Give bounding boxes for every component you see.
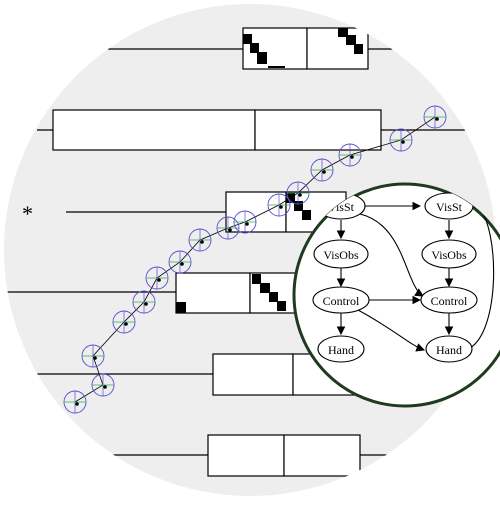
edge-visst-control-curve <box>359 213 424 297</box>
box-2-left <box>52 109 256 151</box>
box-1-block <box>250 43 259 53</box>
edge-control-hand-curve <box>357 309 426 352</box>
node-visst-right: VisSt <box>424 192 474 220</box>
box-4-block <box>260 283 270 293</box>
box-4-block <box>176 302 186 313</box>
svg-text:VisSt: VisSt <box>436 200 463 214</box>
box-4-block <box>252 274 261 284</box>
svg-text:VisObs: VisObs <box>431 248 467 262</box>
node-hand-left: Hand <box>317 335 365 363</box>
node-visobs-right: VisObs <box>421 239 477 269</box>
svg-text:VisObs: VisObs <box>323 248 359 262</box>
box-row-2 <box>37 109 470 151</box>
box-6-left <box>207 434 285 477</box>
inset-network: VisSt VisObs Control Hand VisSt VisObs <box>292 182 500 408</box>
trajectory-marker <box>81 344 105 368</box>
trajectory-marker <box>168 250 192 274</box>
node-control-right: Control <box>420 286 478 314</box>
box-4-left <box>175 272 251 314</box>
trajectory-marker <box>310 158 334 182</box>
svg-text:Hand: Hand <box>436 343 462 357</box>
box-4-block <box>269 292 278 302</box>
inset-content: VisSt VisObs Control Hand VisSt VisObs <box>312 192 495 363</box>
trajectory-marker <box>389 128 413 152</box>
trajectory-path <box>74 116 436 403</box>
box-1-block <box>346 35 356 45</box>
box-plot-layer: * <box>4 27 470 477</box>
trajectory-marker <box>267 193 291 217</box>
node-visobs-left: VisObs <box>313 239 369 269</box>
box-3-block <box>294 201 303 211</box>
box-1-block <box>243 34 252 44</box>
trajectory-marker <box>423 105 447 129</box>
box-4-block <box>277 301 286 311</box>
trajectory-marker <box>188 228 212 252</box>
trajectory-marker <box>233 210 257 234</box>
node-control-left: Control <box>312 286 370 314</box>
box-1-block <box>354 44 363 54</box>
svg-text:Control: Control <box>431 294 468 308</box>
trajectory-marker <box>91 373 115 397</box>
node-hand-right: Hand <box>425 335 473 363</box>
box-row-6 <box>107 434 390 477</box>
box-6-right <box>283 434 361 477</box>
trajectory-marker <box>286 181 310 205</box>
trajectory-marker <box>338 143 362 167</box>
trajectory-marker <box>112 310 136 334</box>
trajectory-marker <box>145 266 169 290</box>
box-5-left <box>212 353 294 396</box>
box-1-block <box>257 52 267 64</box>
box-row-3: * <box>22 191 347 233</box>
trajectory-marker <box>132 290 156 314</box>
edge-hand-control-curve <box>469 205 495 349</box>
box-2-right <box>254 109 382 151</box>
box-1-block <box>338 28 348 37</box>
svg-text:Hand: Hand <box>328 343 354 357</box>
box-3-block <box>302 210 311 220</box>
trajectory-marker <box>63 390 87 414</box>
outlier-marker: * <box>22 201 33 226</box>
trajectory <box>63 105 447 414</box>
box-row-1 <box>105 27 395 70</box>
svg-text:Control: Control <box>323 294 360 308</box>
